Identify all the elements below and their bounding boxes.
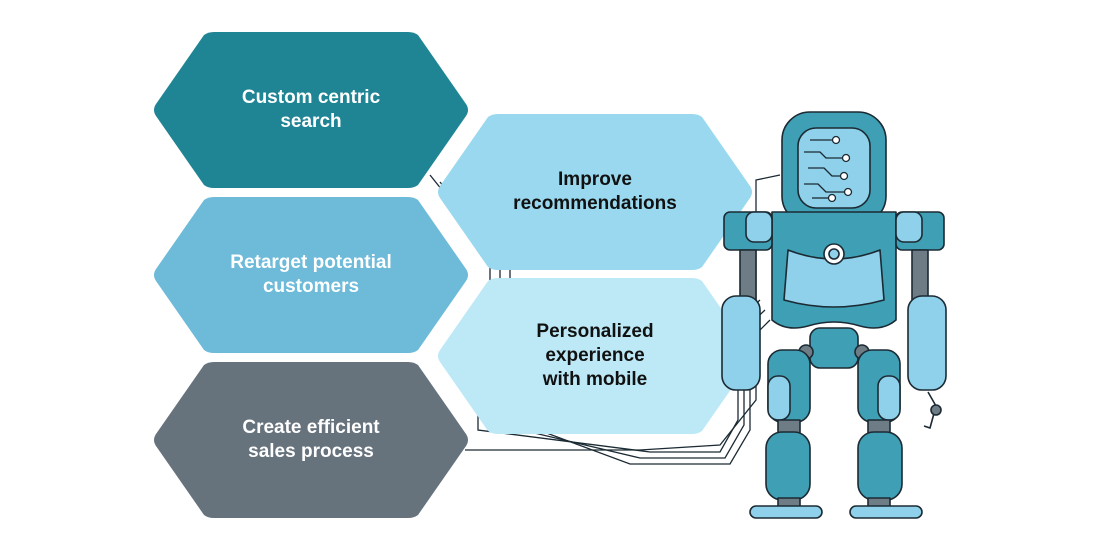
hexagon-shape [154, 362, 468, 518]
hex-label: Personalized experience with mobile [536, 321, 654, 390]
hex-retarget-potential-customers: Retarget potential customers [152, 197, 470, 353]
hexagon-shape [154, 32, 468, 188]
hex-label: Improve recommendations [513, 169, 677, 214]
hexagon-shape [438, 114, 752, 270]
hex-create-efficient-sales-process: Create efficient sales process [152, 362, 470, 518]
robot-icon [721, 111, 947, 519]
hex-label: Create efficient sales process [242, 417, 380, 462]
hex-personalized-experience: Personalized experience with mobile [436, 278, 754, 434]
hex-custom-centric-search: Custom centric search [152, 32, 470, 188]
hex-label: Custom centric search [241, 87, 381, 132]
hex-label: Retarget potential customers [230, 252, 392, 297]
hexagon-shape [438, 278, 752, 434]
hex-improve-recommendations: Improve recommendations [436, 114, 754, 270]
hexagon-shape [154, 197, 468, 353]
